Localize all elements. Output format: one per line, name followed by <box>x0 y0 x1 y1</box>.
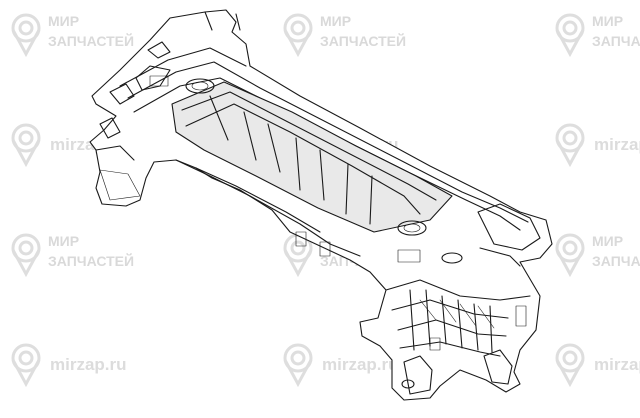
watermark-brand-line2: ЗАПЧАСТЕЙ <box>320 32 406 49</box>
watermark-logo-icon <box>555 233 585 276</box>
watermark-brand-line1: МИР <box>48 13 79 29</box>
watermark-tile: МИР ЗАПЧАСТЕЙ <box>555 233 640 276</box>
watermark-url: mirzap.ru <box>594 135 640 154</box>
watermark-url: mirzap.ru <box>594 355 640 374</box>
watermark-url: mirzap.ru <box>322 355 399 374</box>
watermark-tile: mirzap.ru <box>555 123 640 166</box>
watermark-logo-icon <box>555 13 585 56</box>
watermark-logo-icon <box>11 13 41 56</box>
watermark-logo-icon <box>11 343 41 386</box>
watermark-logo-icon <box>555 123 585 166</box>
watermark-brand-line1: МИР <box>48 233 79 249</box>
watermark-brand-line1: МИР <box>592 13 623 29</box>
watermark-logo-icon <box>11 123 41 166</box>
watermark-brand-line1: МИР <box>592 233 623 249</box>
watermark-logo-icon <box>283 233 313 276</box>
watermark-logo-icon <box>283 343 313 386</box>
watermark-brand-line1: МИР <box>320 13 351 29</box>
watermark-tile: МИР ЗАПЧАСТЕЙ <box>11 233 134 276</box>
watermark-brand-line2: ЗАПЧАСТЕЙ <box>48 32 134 49</box>
part-drawing <box>89 9 553 401</box>
watermark-tile: mirzap.ru <box>11 343 127 386</box>
watermark-logo-icon <box>283 13 313 56</box>
watermark-logo-icon <box>11 233 41 276</box>
watermark-brand-line2: ЗАПЧАСТЕЙ <box>592 252 640 269</box>
watermark-logo-icon <box>555 343 585 386</box>
watermark-tile: МИР ЗАПЧАСТЕЙ <box>11 13 134 56</box>
watermark-brand-line2: ЗАПЧАСТЕЙ <box>592 32 640 49</box>
watermark-url: mirzap.ru <box>50 355 127 374</box>
watermark-tile: МИР ЗАПЧАСТЕЙ <box>283 13 406 56</box>
watermark-tile: МИР ЗАПЧАСТЕЙ <box>555 13 640 56</box>
watermark-brand-line2: ЗАПЧАСТЕЙ <box>48 252 134 269</box>
watermark-tile: mirzap.ru <box>555 343 640 386</box>
watermark-tile: mirzap.ru <box>283 343 399 386</box>
